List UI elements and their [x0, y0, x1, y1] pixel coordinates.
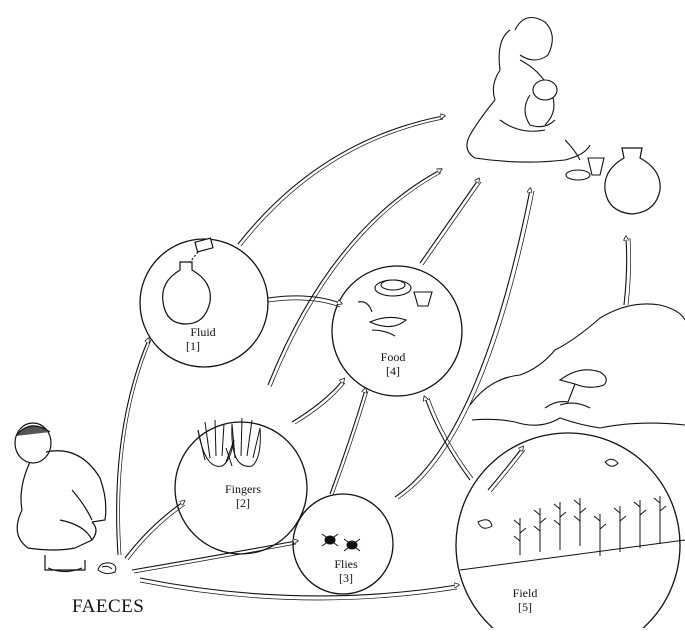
food-circle: [331, 265, 463, 397]
mother-feeding-child-icon: [466, 16, 605, 181]
water-pot-icon: [604, 147, 661, 215]
jug-icon: [162, 237, 214, 325]
fluid-name: Fluid: [190, 325, 216, 339]
food-number: [4]: [386, 364, 400, 378]
crop-field-icon: [459, 458, 685, 571]
faeces-label: FAECES: [72, 596, 145, 617]
flies-number: [3]: [339, 571, 353, 585]
faeces-icon: [97, 562, 117, 575]
fluid-circle: [139, 238, 269, 368]
field-label: Field [5]: [503, 586, 547, 614]
transmission-arrows: [116, 116, 627, 597]
food-items-icon: [357, 279, 433, 337]
food-name: Food: [380, 350, 406, 364]
arrow-fingers-mother: [267, 170, 440, 386]
fingers-name: Fingers: [225, 482, 261, 496]
arrow-fish-pot: [624, 238, 627, 306]
flies-name: Flies: [334, 557, 358, 571]
fluid-label: Fluid [1]: [180, 325, 226, 353]
fingers-number: [2]: [236, 496, 250, 510]
arrow-faeces-fluid: [116, 340, 148, 556]
arrow-food-mother: [419, 180, 478, 264]
arrow-fluid-food: [267, 295, 340, 303]
arrow-faeces-flies: [131, 541, 296, 571]
fluid-number: [1]: [186, 339, 200, 353]
arrow-fluid-mother: [237, 116, 443, 245]
arrow-faeces-field: [139, 577, 457, 597]
flies-icon: [321, 533, 361, 552]
field-name: Field: [512, 586, 538, 600]
flies-label: Flies [3]: [325, 557, 367, 585]
squatting-person-icon: [14, 422, 107, 573]
arrow-field-fish: [487, 448, 522, 491]
arrow-flies-mother: [394, 190, 530, 498]
arrow-field-food: [425, 398, 471, 481]
field-circle: [455, 432, 681, 633]
arrow-fingers-food: [291, 380, 343, 423]
field-number: [5]: [518, 600, 532, 614]
arrow-faeces-fingers: [124, 502, 183, 559]
fish-in-water-icon: [469, 303, 685, 429]
fingers-label: Fingers [2]: [216, 482, 270, 510]
food-label: Food [4]: [370, 350, 416, 378]
arrow-flies-food: [329, 390, 365, 495]
hands-icon: [197, 417, 261, 467]
